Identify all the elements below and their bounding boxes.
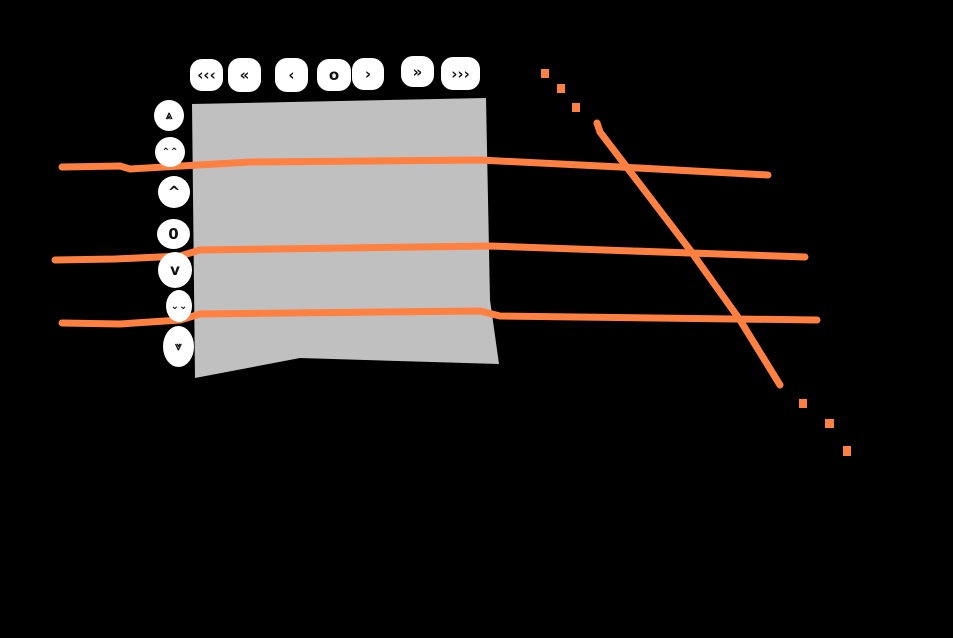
down-button[interactable]: v: [158, 252, 192, 288]
fast-back-button[interactable]: «: [228, 58, 261, 92]
page-up-button[interactable]: ⌃⌃: [155, 137, 185, 167]
guide-line-1: [58, 156, 772, 179]
diagonal-dots: [541, 69, 851, 456]
up-button[interactable]: ^: [158, 176, 190, 208]
content-panel: [192, 98, 499, 378]
guide-line-3: [58, 307, 821, 328]
bottom-button[interactable]: ⩔: [163, 326, 194, 367]
guide-line-2: [51, 242, 809, 264]
last-button[interactable]: ›››: [441, 57, 480, 90]
center-button[interactable]: o: [317, 59, 351, 91]
first-button[interactable]: ‹‹‹: [190, 59, 223, 91]
back-button[interactable]: ‹: [275, 58, 308, 92]
diagonal-line: [593, 119, 784, 389]
fast-forward-button[interactable]: »: [401, 56, 434, 87]
page-down-button[interactable]: ⌄⌄: [166, 290, 192, 322]
top-button[interactable]: ⩓: [154, 100, 184, 131]
forward-button[interactable]: ›: [352, 58, 384, 90]
center-vertical-button[interactable]: 0: [157, 219, 190, 249]
